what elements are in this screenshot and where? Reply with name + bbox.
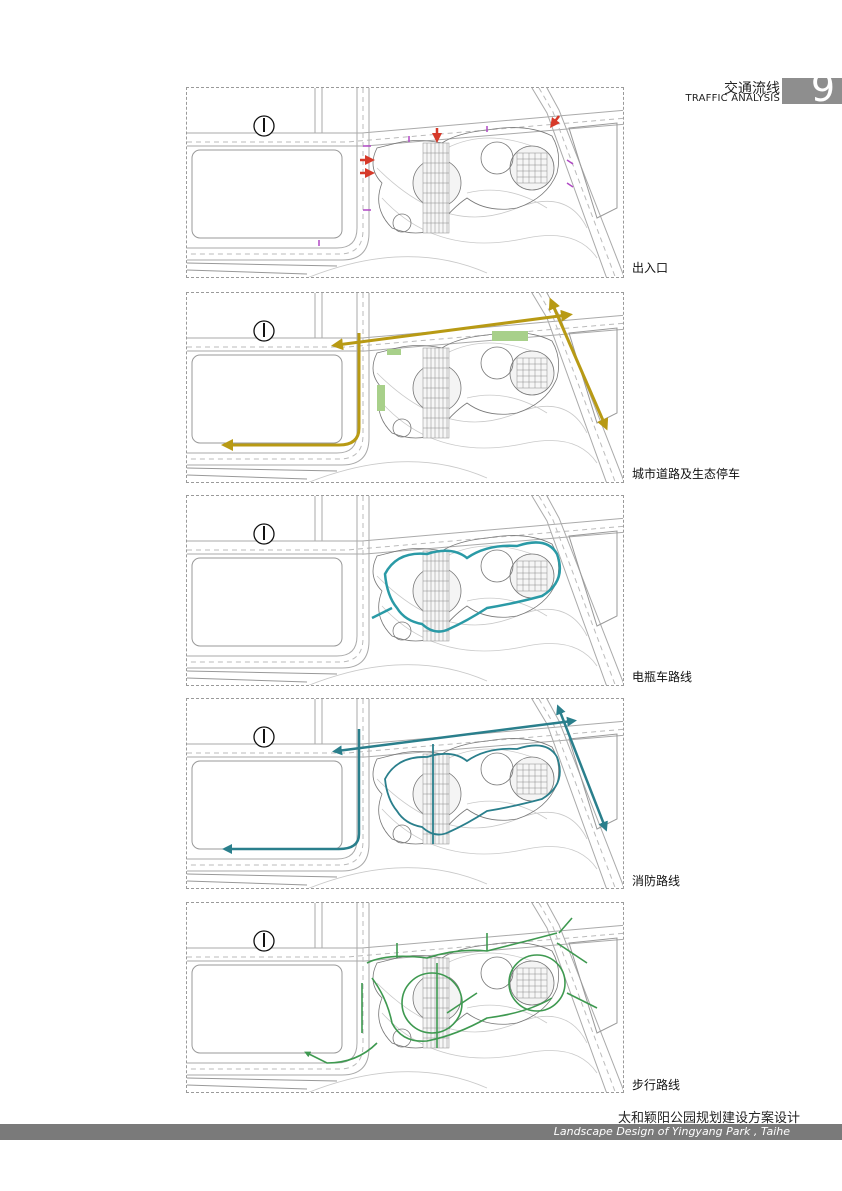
caption-electric-cart: 电瓶车路线 <box>632 670 693 684</box>
site-plan-svg <box>187 496 623 685</box>
site-plan-svg <box>187 88 623 277</box>
footer-title-en: Landscape Design of Yingyang Park , Taih… <box>553 1125 790 1138</box>
caption-entrances: 出入口 <box>632 261 669 275</box>
north-arrow <box>253 726 275 748</box>
caption-walking: 步行路线 <box>632 1078 681 1092</box>
roads <box>187 88 623 277</box>
walking-route <box>304 917 598 1064</box>
north-arrow <box>253 523 275 545</box>
grid-plazas <box>422 347 548 439</box>
roads <box>187 496 623 685</box>
footer-bar <box>0 1124 842 1140</box>
north-arrow <box>253 115 275 137</box>
map-panel-city-roads <box>186 292 624 483</box>
north-arrow <box>253 320 275 342</box>
contours <box>308 545 598 685</box>
electric-cart-route <box>371 541 562 633</box>
grid-plazas <box>422 550 548 642</box>
contours <box>308 748 598 888</box>
page-number: 9 <box>810 66 836 110</box>
grid-plazas <box>422 753 548 845</box>
city-road-route <box>221 297 609 451</box>
map-panel-entrances <box>186 87 624 278</box>
section-title-en: TRAFFIC ANALYSIS <box>685 93 780 104</box>
roads <box>187 699 623 888</box>
entrance-markers <box>318 115 574 246</box>
page-number-box <box>782 78 842 104</box>
caption-fire-route: 消防路线 <box>632 874 681 888</box>
caption-city-roads: 城市道路及生态停车 <box>632 467 741 481</box>
contours <box>308 952 598 1092</box>
contours <box>308 342 598 482</box>
map-panel-electric-cart <box>186 495 624 686</box>
map-panel-walking <box>186 902 624 1093</box>
footer-title-cn: 太和颖阳公园规划建设方案设计 <box>617 1111 800 1126</box>
map-panel-fire-route <box>186 698 624 889</box>
roads <box>187 293 623 482</box>
block-outlines <box>187 530 618 683</box>
section-title-cn: 交通流线 <box>724 81 780 97</box>
block-outlines <box>187 122 618 275</box>
north-arrow <box>253 930 275 952</box>
contours <box>308 137 598 277</box>
site-plan-svg <box>187 699 623 888</box>
grid-plazas <box>422 142 548 234</box>
fire-route <box>222 704 608 854</box>
site-plan-svg <box>187 293 623 482</box>
site-plan-svg <box>187 903 623 1092</box>
roads <box>187 903 623 1092</box>
